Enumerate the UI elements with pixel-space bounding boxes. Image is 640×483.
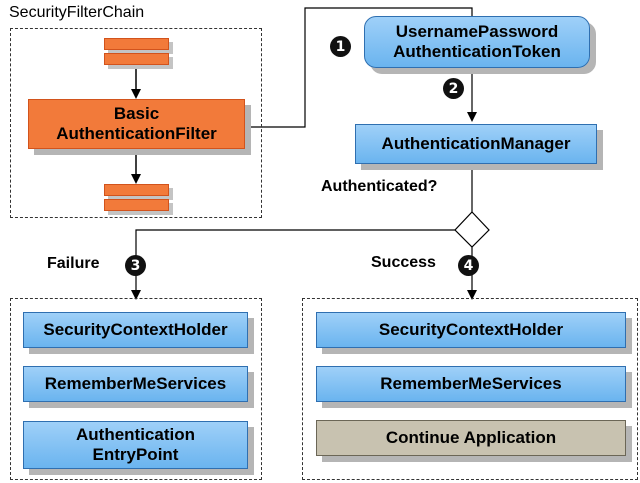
authentication-manager: AuthenticationManager — [355, 124, 597, 164]
manager-label: AuthenticationManager — [381, 134, 571, 153]
filter-to-token-line — [246, 7, 473, 128]
basic-filter-line-2: AuthenticationFilter — [56, 124, 217, 143]
continue-application-label: Continue Application — [385, 428, 557, 447]
success-security-context-holder: SecurityContextHolder — [316, 312, 626, 348]
basic-authentication-filter: Basic AuthenticationFilter — [28, 99, 245, 149]
filter-bar — [104, 184, 169, 196]
authentication-entry-point: Authentication EntryPoint — [23, 421, 248, 469]
entry-point-line-2: EntryPoint — [92, 445, 179, 464]
username-password-authentication-token: UsernamePassword AuthenticationToken — [364, 16, 590, 68]
basic-filter-line-1: Basic — [113, 104, 160, 123]
token-line-1: UsernamePassword — [395, 22, 559, 41]
continue-application: Continue Application — [316, 420, 626, 456]
step-1-badge: 1 — [330, 36, 351, 57]
filter-chain-title: SecurityFilterChain — [9, 4, 145, 21]
step-4-badge: 4 — [458, 255, 479, 276]
success-remember-me-services: RememberMeServices — [316, 366, 626, 402]
success-item-label: SecurityContextHolder — [378, 320, 564, 339]
filter-bar — [104, 38, 169, 50]
failure-security-context-holder: SecurityContextHolder — [23, 312, 248, 348]
success-item-label: RememberMeServices — [380, 374, 562, 393]
failure-group — [10, 298, 262, 480]
step-3-badge: 3 — [125, 255, 146, 276]
success-label: Success — [371, 254, 436, 271]
filter-bar — [104, 53, 169, 65]
failure-remember-me-services: RememberMeServices — [23, 366, 248, 402]
filter-chain-group — [10, 28, 262, 218]
entry-point-line-1: Authentication — [76, 425, 195, 444]
decision-label: Authenticated? — [321, 178, 438, 195]
step-2-badge: 2 — [443, 78, 464, 99]
success-group — [302, 298, 638, 480]
failure-item-label: SecurityContextHolder — [43, 320, 228, 339]
failure-item-label: RememberMeServices — [44, 374, 227, 393]
filter-bar — [104, 199, 169, 211]
failure-label: Failure — [47, 255, 100, 272]
decision-diamond — [454, 211, 490, 248]
token-line-2: AuthenticationToken — [393, 42, 561, 61]
